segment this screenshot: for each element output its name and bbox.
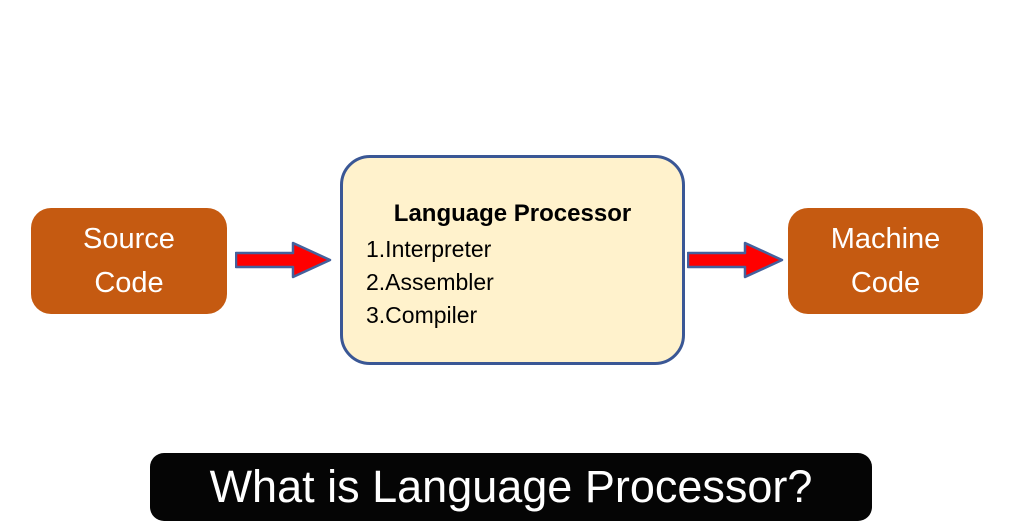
machine-code-label: Machine Code (830, 223, 941, 299)
right-arrow-icon (687, 241, 784, 279)
list-item: 1.Interpreter (366, 236, 492, 262)
language-processor-title: Language Processor (393, 200, 632, 227)
language-processor-panel: Language Processor 1.Interpreter 2.Assem… (340, 155, 685, 365)
source-code-box: Source Code (31, 208, 227, 314)
right-arrow-icon (235, 241, 332, 279)
machine-code-box: Machine Code (788, 208, 983, 314)
list-item: 2.Assembler (366, 269, 494, 295)
source-code-label: Source Code (83, 223, 175, 299)
title-banner-text: What is Language Processor? (209, 461, 813, 512)
language-processor-list: 1.Interpreter 2.Assembler 3.Compiler (343, 233, 682, 332)
list-item: 3.Compiler (366, 302, 478, 328)
title-banner: What is Language Processor? (150, 453, 872, 521)
